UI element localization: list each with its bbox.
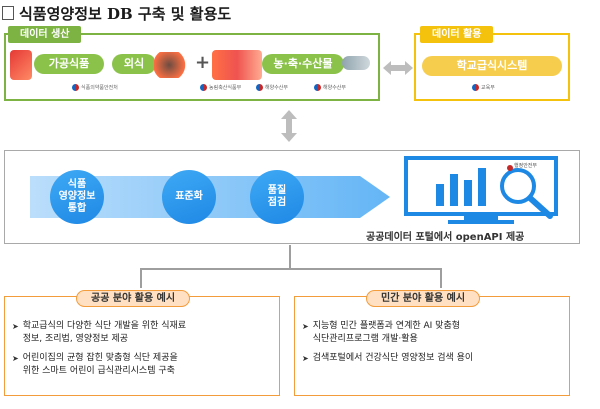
processed-food-image xyxy=(10,50,32,80)
org-mof-1: 해양수산부 xyxy=(256,84,288,91)
bullet-arrow-icon: ➤ xyxy=(302,322,309,331)
org-mfds: 식품의약품안전처 xyxy=(72,84,118,91)
connector-vertical-main xyxy=(289,245,291,269)
org-mof-2: 해양수산부 xyxy=(314,84,346,91)
fish-image xyxy=(342,56,370,70)
government-logo-icon xyxy=(472,84,479,91)
government-logo-icon xyxy=(314,84,321,91)
bullet-arrow-icon: ➤ xyxy=(12,322,19,331)
eating-out-image xyxy=(154,52,192,78)
org-moe: 교육부 xyxy=(472,84,495,91)
connector-left-drop xyxy=(140,268,142,288)
org-mafra: 농림축산식품부 xyxy=(200,84,241,91)
government-logo-icon xyxy=(200,84,207,91)
agency-name: 행정안전부 xyxy=(514,163,538,169)
pill-eating-out: 외식 xyxy=(112,54,156,74)
horizontal-double-arrow-icon xyxy=(383,61,413,75)
private-use-label: 민간 분야 활용 예시 xyxy=(366,290,481,307)
public-use-box xyxy=(4,296,280,396)
title-row: 식품영양정보 DB 구축 및 활용도 xyxy=(2,2,231,24)
step-quality-check: 품질 점검 xyxy=(250,170,304,224)
data-production-label: 데이터 생산 xyxy=(8,26,82,43)
pill-school-meal-system: 학교급식시스템 xyxy=(422,56,562,76)
agri-products-image xyxy=(212,50,262,80)
private-use-box xyxy=(294,296,570,396)
step-standardization: 표준화 xyxy=(162,170,216,224)
title-square-icon xyxy=(2,6,14,20)
government-logo-icon xyxy=(256,84,263,91)
connector-right-drop xyxy=(440,268,442,288)
vertical-double-arrow-icon xyxy=(281,110,297,142)
monitor-analytics-icon xyxy=(404,156,558,224)
page-title: 식품영양정보 DB 구축 및 활용도 xyxy=(19,4,232,23)
plus-sign: + xyxy=(195,52,211,73)
private-use-item: ➤ 검색포털에서 건강식단 영양정보 검색 용이 xyxy=(302,353,474,363)
step-integration: 식품 영양정보 통합 xyxy=(50,170,104,224)
bullet-arrow-icon: ➤ xyxy=(302,354,309,363)
government-logo-icon xyxy=(72,84,79,91)
data-use-label: 데이터 활용 xyxy=(420,26,494,43)
connector-horizontal xyxy=(140,268,442,270)
pill-processed-food: 가공식품 xyxy=(34,54,104,74)
public-use-label: 공공 분야 활용 예시 xyxy=(76,290,191,307)
portal-caption: 공공데이터 포털에서 openAPI 제공 xyxy=(366,232,525,243)
bullet-arrow-icon: ➤ xyxy=(12,354,19,363)
pill-agri-livestock-fishery: 농·축·수산물 xyxy=(262,54,344,74)
